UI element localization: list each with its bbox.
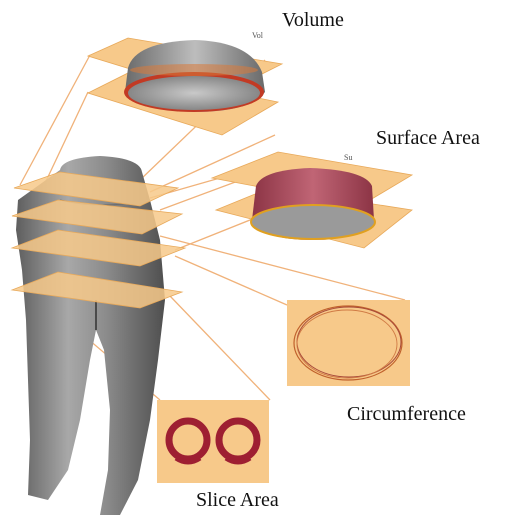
surface-area-panel (212, 152, 412, 248)
circumference-label: Circumference (347, 404, 466, 424)
volume-label: Volume (282, 10, 344, 30)
volume-mark: Vol (252, 32, 263, 40)
surface-area-label: Surface Area (376, 128, 480, 148)
slice-area-panel (157, 400, 269, 483)
volume-panel (88, 38, 282, 135)
slice-plane (157, 400, 269, 483)
surface-mark: Su (344, 154, 352, 162)
slice-area-label: Slice Area (196, 490, 279, 510)
circumference-panel (287, 300, 410, 386)
surface-bottom-disk (251, 205, 375, 239)
circumference-plane (287, 300, 410, 386)
